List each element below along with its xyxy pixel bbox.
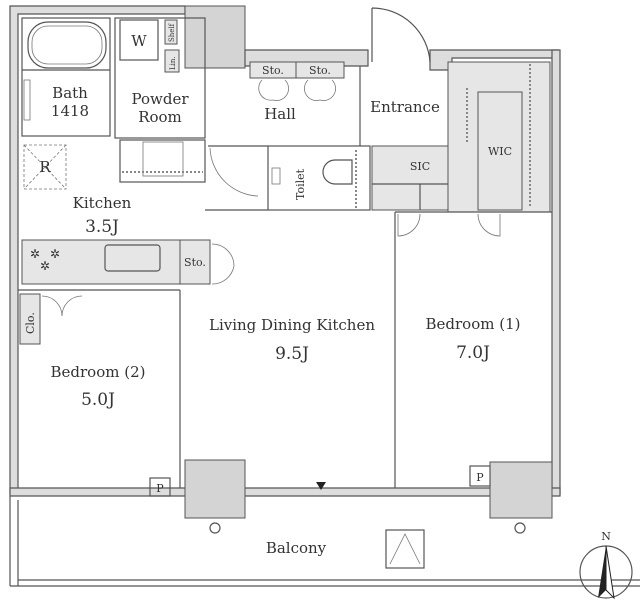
powder-room-label-1: Powder: [131, 90, 189, 108]
refrigerator-label: R: [39, 158, 51, 176]
pipe-space-2-label: P: [476, 471, 484, 484]
structural-column: [184, 5, 246, 69]
evacuation-hatch-icon: [385, 529, 425, 569]
kitchen: R Kitchen 3.5J ✲ ✲ ✲ Sto.: [21, 144, 235, 285]
entrance-label: Entrance: [370, 98, 440, 116]
wic: WIC: [447, 61, 551, 213]
bedroom-1: Bedroom (1) 7.0J: [394, 211, 552, 488]
storage-1-label: Sto.: [262, 64, 284, 77]
ldk-size: 9.5J: [275, 344, 309, 364]
svg-text:✲: ✲: [50, 247, 60, 261]
entry-marker-icon: [316, 482, 326, 490]
sink-icon: [104, 244, 161, 272]
kitchen-storage-label: Sto.: [184, 256, 206, 269]
entrance-door: [371, 7, 431, 63]
hall: Sto. Sto. Hall Entrance: [208, 61, 440, 197]
svg-text:✲: ✲: [30, 247, 40, 261]
bedroom-2-size: 5.0J: [81, 390, 115, 410]
washer-label: W: [131, 32, 147, 50]
svg-text:✲: ✲: [40, 259, 50, 273]
kitchen-size: 3.5J: [85, 217, 119, 237]
bedroom-1-label: Bedroom (1): [426, 315, 521, 333]
balcony-label: Balcony: [266, 539, 327, 557]
linen-label: Lin.: [169, 56, 177, 70]
bedroom-2: Clo. Bedroom (2) 5.0J: [18, 289, 181, 488]
bath-size: 1418: [51, 102, 89, 120]
stove-icon: ✲ ✲ ✲: [30, 247, 60, 273]
structural-column: [489, 461, 553, 519]
bedroom-2-label: Bedroom (2): [51, 363, 146, 381]
structural-column: [184, 459, 246, 519]
hall-label: Hall: [264, 105, 296, 123]
bedroom-1-size: 7.0J: [456, 343, 490, 363]
north-compass-icon: N: [579, 530, 633, 600]
shelf-label: Shelf: [168, 22, 176, 42]
living-dining-kitchen: Living Dining Kitchen 9.5J: [205, 209, 375, 490]
powder-room-label-2: Room: [138, 108, 182, 126]
balcony: Balcony: [9, 496, 640, 587]
kitchen-label: Kitchen: [73, 194, 132, 212]
compass-label: N: [601, 530, 611, 543]
wic-label: WIC: [488, 145, 512, 158]
powder-room: W Shelf Lin. Powder Room: [114, 17, 206, 183]
storage-2-label: Sto.: [309, 64, 331, 77]
closet-label: Clo.: [24, 312, 37, 334]
bath-room: Bath 1418: [21, 17, 111, 137]
sic-label: SIC: [410, 160, 430, 173]
toilet-label: Toilet: [294, 168, 307, 200]
exterior-walls: [9, 5, 561, 497]
bath-label: Bath: [52, 84, 88, 102]
toilet-room: Toilet: [267, 145, 371, 211]
pipe-space-1-label: P: [156, 482, 164, 495]
ldk-label: Living Dining Kitchen: [209, 316, 375, 334]
